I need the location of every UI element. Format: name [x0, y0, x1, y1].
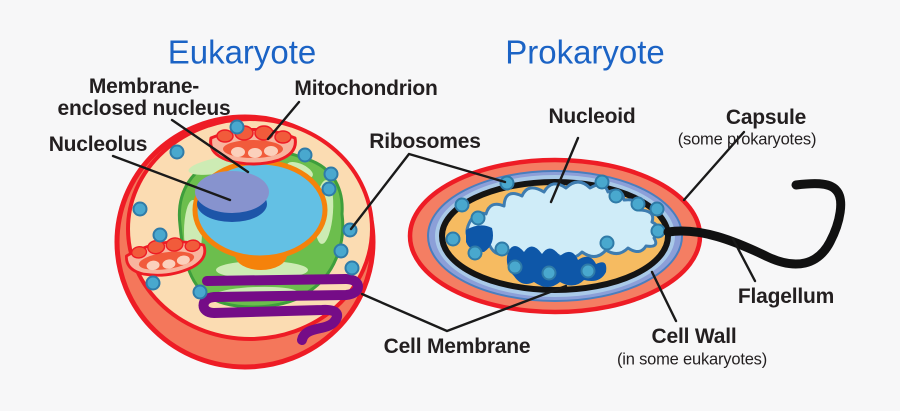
title-eukaryote: Eukaryote [167, 33, 317, 71]
nucleolus-shape [195, 171, 269, 222]
eukaryote-cell-illustration [114, 114, 376, 370]
label-cell-wall-note: (in some eukaryotes) [616, 350, 768, 369]
pointer-lines [111, 100, 757, 333]
title-prokaryote: Prokaryote [505, 33, 665, 71]
label-cell-wall: Cell Wall [651, 324, 737, 348]
label-nucleoid: Nucleoid [548, 104, 636, 128]
pointer-cell-membrane [360, 284, 568, 333]
label-flagellum: Flagellum [737, 284, 835, 308]
pointer-flagellum [731, 237, 757, 283]
mitochondrion-top [209, 124, 297, 166]
pointer-ribosomes [349, 152, 507, 231]
label-capsule: Capsule [725, 105, 807, 129]
label-nucleolus: Nucleolus [48, 132, 148, 156]
pointer-nucleolus [111, 154, 232, 202]
golgi-apparatus [198, 274, 363, 345]
pointer-membrane-enclosed-nucleus [170, 118, 250, 174]
prokaryote-ribosome-dots [445, 174, 666, 281]
pointer-mitochondrion [266, 100, 301, 141]
pointer-cell-wall [650, 270, 678, 323]
prokaryote-cell-illustration [407, 157, 703, 315]
label-capsule-note: (some prokaryotes) [677, 130, 817, 149]
eukaryote-ribosome-dots [132, 119, 360, 300]
flagellum-tail [663, 179, 846, 269]
pointer-capsule [682, 130, 746, 202]
label-ribosomes: Ribosomes [369, 129, 481, 153]
label-membrane-line1: Membrane- [88, 74, 200, 98]
label-cell-membrane: Cell Membrane [383, 334, 531, 358]
pointer-nucleoid [549, 136, 580, 204]
label-membrane-line2: enclosed nucleus [57, 97, 231, 120]
label-mitochondrion: Mitochondrion [294, 76, 438, 100]
label-membrane-enclosed-nucleus: Membrane- enclosed nucleus [57, 74, 231, 120]
